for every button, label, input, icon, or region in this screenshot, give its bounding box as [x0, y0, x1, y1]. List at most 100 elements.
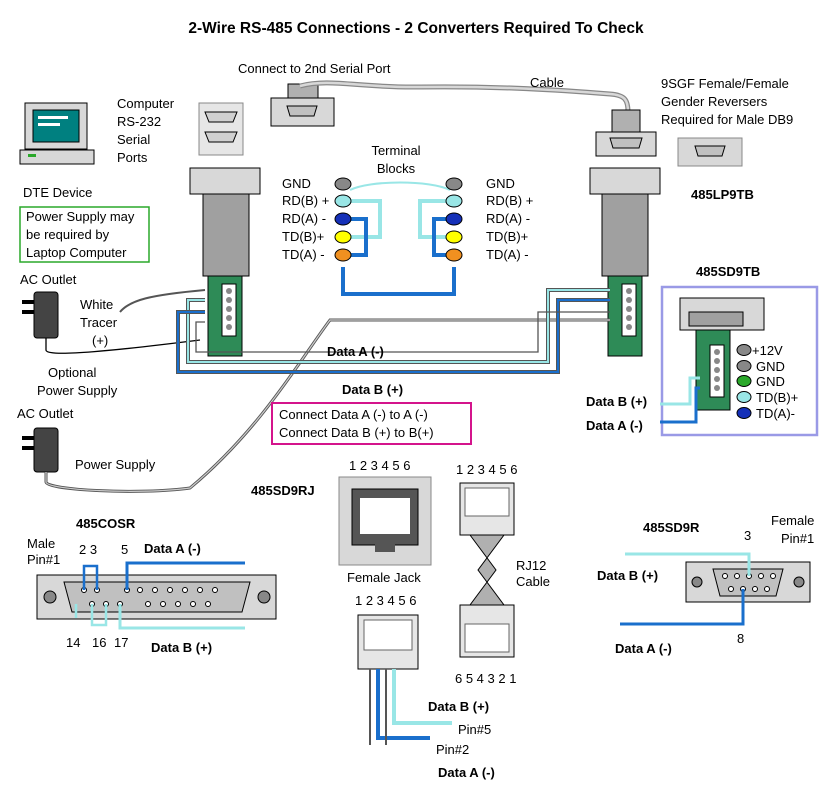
- sd9tb-label-12v: +12V: [752, 343, 783, 358]
- sd9r-female-label: Female: [771, 513, 814, 528]
- rj-wire-a: [376, 669, 430, 740]
- optional-label: Optional: [48, 365, 97, 380]
- connect-note-box: [271, 402, 472, 445]
- cosr-pins-23: 2 3: [79, 542, 97, 557]
- diagram-title: 2-Wire RS-485 Connections - 2 Converters…: [188, 20, 644, 37]
- db25-connector-icon: [36, 574, 277, 620]
- rj-plug-pins: 1 2 3 4 5 6: [355, 593, 416, 608]
- cosr-wire-b: [118, 604, 245, 630]
- sd9tb-connector: [679, 297, 765, 411]
- rj-wire-b: [392, 669, 452, 725]
- rj-plug-icon: [357, 614, 419, 670]
- cosr-pin16: 16: [92, 635, 106, 650]
- cosr-jumper-23: [82, 564, 99, 590]
- rj12-cable-icon: [459, 482, 515, 658]
- power-note-line-2: be required by: [26, 227, 110, 242]
- sd9r-data-b: Data B (+): [597, 568, 658, 583]
- optional-power-supply-label: Power Supply: [37, 383, 118, 398]
- rj-female-jack-label: Female Jack: [347, 570, 421, 585]
- cosr-jumper-1416: [74, 604, 108, 627]
- center-data-b: Data B (+): [342, 382, 403, 397]
- sd9tb-box: [660, 285, 819, 437]
- gender-label-3: Required for Male DB9: [661, 112, 793, 127]
- tracer-label: Tracer: [80, 315, 118, 330]
- db9-female-connector-icon: [685, 561, 811, 603]
- gender-label-2: Gender Reversers: [661, 94, 768, 109]
- sd9r-wire-a: [620, 589, 745, 626]
- terminal-blocks-title-1: Terminal: [371, 143, 420, 158]
- sd9tb-data-a: Data A (-): [586, 418, 643, 433]
- terminal-right-labels: GND RD(B) + RD(A) - TD(B)+ TD(A) -: [486, 176, 533, 262]
- model-485sd9tb: 485SD9TB: [696, 264, 760, 279]
- rj-data-a: Data A (-): [438, 765, 495, 780]
- cosr-male-label: Male: [27, 536, 55, 551]
- ac-outlet-label-1: AC Outlet: [20, 272, 77, 287]
- tb-left-rda: RD(A) -: [282, 211, 326, 226]
- sd9tb-wire-b: [660, 376, 700, 406]
- computer-label-3: Serial: [117, 132, 150, 147]
- data-wires: [119, 288, 610, 374]
- tb-left-tdb: TD(B)+: [282, 229, 324, 244]
- computer-label-4: Ports: [117, 150, 148, 165]
- sd9tb-label-tda: TD(A)-: [756, 406, 795, 421]
- sd9r-pin8: 8: [737, 631, 744, 646]
- rj12-label: RJ12: [516, 558, 546, 573]
- tb-right-rdb: RD(B) +: [486, 193, 533, 208]
- model-485sd9r: 485SD9R: [643, 520, 700, 535]
- power-adapter-icon-1: [22, 291, 59, 339]
- sd9r-pin1-label: Pin#1: [781, 531, 814, 546]
- model-485lp9tb: 485LP9TB: [691, 187, 754, 202]
- sd9tb-label-tdb: TD(B)+: [756, 390, 798, 405]
- sd9r-data-a: Data A (-): [615, 641, 672, 656]
- cable-label: Cable: [530, 75, 564, 90]
- computer-icon: [19, 102, 95, 165]
- right-converter-board: [607, 275, 643, 357]
- terminal-left-labels: GND RD(B) + RD(A) - TD(B)+ TD(A) -: [282, 176, 329, 262]
- tb-right-gnd: GND: [486, 176, 515, 191]
- power-supply-label: Power Supply: [75, 457, 156, 472]
- cosr-data-b: Data B (+): [151, 640, 212, 655]
- model-485sd9rj: 485SD9RJ: [251, 483, 315, 498]
- ac-outlet-label-2: AC Outlet: [17, 406, 74, 421]
- terminal-left-dots: [334, 177, 352, 262]
- rj-pin5: Pin#5: [458, 722, 491, 737]
- rj-pin2: Pin#2: [436, 742, 469, 757]
- rj12-pins-bottom: 6 5 4 3 2 1: [455, 671, 516, 686]
- sd9r-pin3: 3: [744, 528, 751, 543]
- dte-device-label: DTE Device: [23, 185, 92, 200]
- sd9r-wire-b: [625, 552, 751, 576]
- rj12-pins-top: 1 2 3 4 5 6: [456, 462, 517, 477]
- computer-label-1: Computer: [117, 96, 175, 111]
- cosr-pin17: 17: [114, 635, 128, 650]
- tb-left-gnd: GND: [282, 176, 311, 191]
- left-converter: [189, 167, 261, 357]
- tb-left-rdb: RD(B) +: [282, 193, 329, 208]
- sd9tb-data-b: Data B (+): [586, 394, 647, 409]
- serial-ports-icon: [198, 102, 244, 156]
- cosr-pin5: 5: [121, 542, 128, 557]
- model-485cosr: 485COSR: [76, 516, 136, 531]
- computer-label-2: RS-232: [117, 114, 161, 129]
- connect-note-a: Connect Data A (-) to A (-): [279, 407, 428, 422]
- power-adapter-icon-2: [22, 427, 59, 473]
- rj-female-jack-icon: [338, 476, 432, 566]
- second-port-connector: [270, 83, 335, 127]
- rj-data-b: Data B (+): [428, 699, 489, 714]
- power-note-line-3: Laptop Computer: [26, 245, 127, 260]
- sd9tb-label-gnd2: GND: [756, 374, 785, 389]
- rj12-cable-label: Cable: [516, 574, 550, 589]
- connect-2nd-port-label: Connect to 2nd Serial Port: [238, 61, 391, 76]
- terminal-right-dots: [445, 177, 463, 262]
- right-converter-top: [589, 109, 661, 277]
- sd9tb-label-gnd1: GND: [756, 359, 785, 374]
- power-note-line-1: Power Supply may: [26, 209, 135, 224]
- cosr-pin1-label: Pin#1: [27, 552, 60, 567]
- center-data-a: Data A (-): [327, 344, 384, 359]
- plus-label: (+): [92, 333, 108, 348]
- cosr-wire-a: [125, 561, 245, 590]
- sd9tb-wire-a: [660, 386, 700, 424]
- cosr-data-a: Data A (-): [144, 541, 201, 556]
- tb-right-tda: TD(A) -: [486, 247, 529, 262]
- rj-pins-top: 1 2 3 4 5 6: [349, 458, 410, 473]
